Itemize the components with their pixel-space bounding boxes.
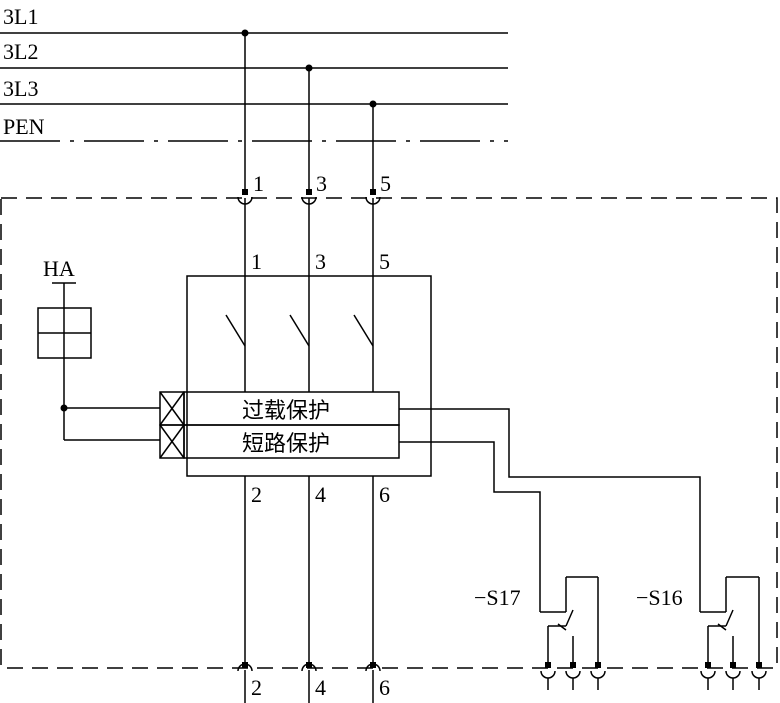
busbar-label-3l3: 3L3 [3,76,38,101]
breaker-terminal-label-1: 1 [251,249,262,274]
aux-switch-s17: −S17 [474,576,606,690]
terminal-label-bottom-2: 2 [251,675,262,700]
switch-contact-l2 [289,314,310,347]
breaker-terminal-label-4: 4 [315,482,326,507]
terminal-plug [565,662,581,690]
ha-label: HA [43,256,75,281]
terminal-label-bottom-6: 6 [379,675,390,700]
circuit-breaker: 1 3 5 过载保护 短路保护 [159,249,432,507]
terminal-label-bottom-4: 4 [315,675,326,700]
terminal-plug [365,662,381,672]
enclosure-boundary [0,197,778,669]
breaker-terminal-label-5: 5 [379,249,390,274]
terminal-socket [301,189,317,205]
terminal-plug [725,662,741,690]
switch-contacts [225,314,374,392]
busbars: 3L1 3L2 3L3 PEN [0,4,508,142]
busbar-label-pen: PEN [3,114,45,139]
short-circuit-protection-label: 短路保护 [242,431,330,456]
breaker-terminal-label-2: 2 [251,482,262,507]
terminal-socket [237,189,253,205]
aux-switch-s17-label: −S17 [474,585,521,610]
switch-contact-l1 [225,314,246,347]
bottom-terminals: 2 4 6 [237,662,390,700]
signal-wiring [399,408,701,612]
busbar-label-3l1: 3L1 [3,4,38,29]
release-coil [159,391,185,426]
terminal-socket [365,189,381,205]
aux-switch-s16-label: −S16 [636,585,683,610]
terminal-label-top-1: 1 [253,171,264,196]
terminal-plug [301,662,317,672]
terminal-plug [751,662,767,690]
aux-switch-s16: −S16 [636,576,767,690]
ha-indicator: HA [37,256,160,441]
terminal-plug [237,662,253,672]
terminal-plug [540,662,556,690]
top-terminals: 1 3 5 [237,171,391,205]
phase-conductors [244,33,374,703]
protection-block: 过载保护 短路保护 [159,391,400,459]
breaker-housing [186,275,432,477]
terminal-label-top-5: 5 [380,171,391,196]
terminal-plug [590,662,606,690]
busbar-label-3l2: 3L2 [3,39,38,64]
terminal-label-top-3: 3 [316,171,327,196]
overload-protection-label: 过载保护 [242,398,330,423]
breaker-terminal-label-3: 3 [315,249,326,274]
breaker-terminal-label-6: 6 [379,482,390,507]
release-coil [159,424,185,459]
switch-contact-l3 [353,314,374,347]
terminal-plug [700,662,716,690]
